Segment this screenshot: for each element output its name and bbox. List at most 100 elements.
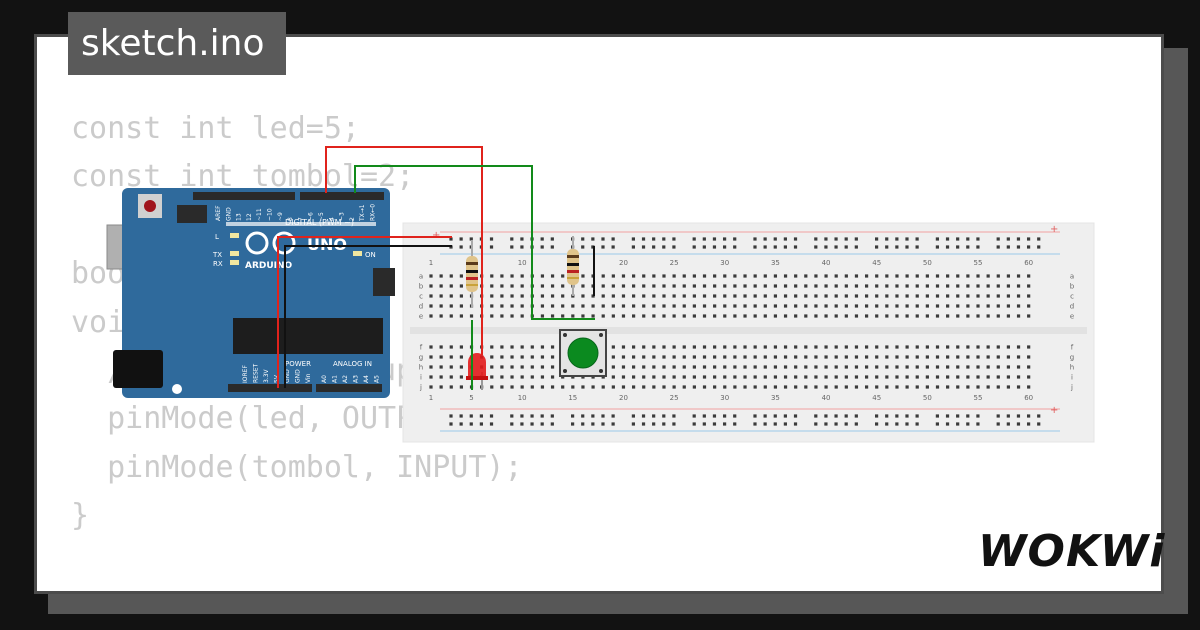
row-label: d [419, 303, 423, 311]
l-led [230, 233, 239, 238]
row-label: f [420, 344, 423, 352]
power-pin-label: GND [295, 369, 302, 383]
tx-label: TX [212, 251, 222, 259]
wire-green-d2 [354, 165, 595, 320]
column-number: 1 [429, 394, 433, 402]
digital-pin-label: ~11 [256, 208, 263, 221]
power-label: POWER [285, 360, 311, 368]
analog-pin-label: A0 [321, 375, 328, 383]
column-number: 60 [1024, 259, 1033, 267]
row-label: g [1070, 354, 1074, 362]
power-pin-label: RESET [253, 363, 260, 383]
column-number: 20 [619, 394, 628, 402]
resistor-2[interactable] [567, 236, 579, 296]
code-line: } [71, 498, 90, 534]
wires [277, 146, 595, 390]
column-number: 35 [771, 394, 780, 402]
reset-button-icon[interactable] [144, 200, 156, 212]
column-number: 15 [568, 394, 577, 402]
digital-pin-label: 13 [236, 213, 243, 221]
push-button[interactable] [559, 329, 607, 377]
file-tab[interactable]: sketch.ino [68, 12, 286, 75]
digital-pin-label: 7 [297, 217, 304, 221]
power-jack [113, 350, 163, 388]
column-number: 1 [429, 259, 433, 267]
digital-pin-label: 2 [349, 217, 356, 221]
code-line: const int led=5; [71, 111, 360, 146]
column-number: 5 [469, 394, 473, 402]
power-pin-label: Vin [305, 373, 312, 383]
digital-pin-label: 8 [287, 217, 294, 221]
row-label: c [1070, 293, 1074, 301]
atmega-chip [233, 318, 383, 354]
row-label: g [419, 354, 423, 362]
mount-hole [172, 384, 182, 394]
top-header-right [300, 192, 384, 200]
digital-pin-label: 4 [328, 217, 335, 221]
l-label: L [215, 233, 219, 241]
analog-pin-label: A1 [332, 375, 339, 383]
column-number: 40 [822, 394, 831, 402]
column-number: 30 [720, 394, 729, 402]
digital-label: DIGITAL (PWM ~) [285, 218, 354, 227]
column-number: 10 [518, 259, 527, 267]
column-number: 60 [1024, 394, 1033, 402]
arduino-uno: DIGITAL (PWM ~) UNO ARDUINO L TX RX ON P… [106, 188, 395, 398]
row-label: e [419, 313, 423, 321]
top-plus-sign: + [432, 230, 440, 241]
breadboard-holes [429, 237, 1041, 426]
row-label: d [1070, 303, 1074, 311]
icsp-header [177, 205, 207, 223]
wire-black-gnd [284, 245, 452, 388]
analog-pin-label: A5 [374, 375, 381, 383]
power-header [228, 384, 312, 392]
arduino-logo-icon [245, 231, 269, 255]
wire-red-5v [277, 236, 452, 388]
power-pin-label: GND [284, 369, 291, 383]
analog-pin-label: A3 [353, 375, 360, 383]
row-label: f [1071, 344, 1074, 352]
power-pin-label: IOREF [242, 365, 249, 383]
digital-pin-label: RX←0 [370, 204, 377, 221]
file-tab-label: sketch.ino [81, 23, 265, 64]
column-number: 35 [771, 259, 780, 267]
wokwi-logo: WOKWi [978, 526, 1164, 577]
code-line: pinMode(tombol, INPUT); [71, 449, 523, 485]
column-number: 25 [670, 259, 679, 267]
digital-pin-label: ~9 [277, 212, 284, 221]
digital-pin-label: ~10 [267, 208, 274, 221]
column-number: 50 [923, 259, 932, 267]
column-number: 40 [822, 259, 831, 267]
breadboard: + + + 1155101015152020252530303535404045… [402, 222, 1095, 443]
digital-pin-label: ~6 [308, 212, 315, 221]
row-label: i [1071, 374, 1073, 382]
wokwi-logo-text: WOKWi [978, 525, 1166, 577]
row-label: b [419, 283, 424, 291]
row-label: a [419, 273, 423, 281]
column-number: 45 [872, 394, 881, 402]
icsp2-header [373, 268, 395, 296]
digital-pin-label: ~5 [318, 212, 325, 221]
rx-label: RX [213, 260, 223, 268]
digital-pin-label: ~3 [339, 212, 346, 221]
top-plus-sign-right: + [1050, 224, 1058, 235]
analog-pin-label: A2 [342, 375, 349, 383]
column-number: 10 [518, 394, 527, 402]
resistor-1[interactable] [466, 240, 478, 308]
column-number: 55 [974, 259, 983, 267]
tx-led [230, 251, 239, 256]
row-label: a [1070, 273, 1074, 281]
row-label: b [1070, 283, 1075, 291]
on-led [353, 251, 362, 256]
row-label: j [1070, 384, 1073, 392]
model-label: UNO [307, 235, 347, 254]
brand-label: ARDUINO [245, 261, 293, 271]
analog-header [316, 384, 382, 392]
analog-pin-label: A4 [363, 375, 370, 383]
breadboard-labels: 1155101015152020252530303535404045455050… [419, 259, 1075, 402]
row-label: e [1070, 313, 1074, 321]
power-pin-label: 3.3V [263, 368, 270, 383]
column-number: 25 [670, 394, 679, 402]
rx-led [230, 260, 239, 265]
